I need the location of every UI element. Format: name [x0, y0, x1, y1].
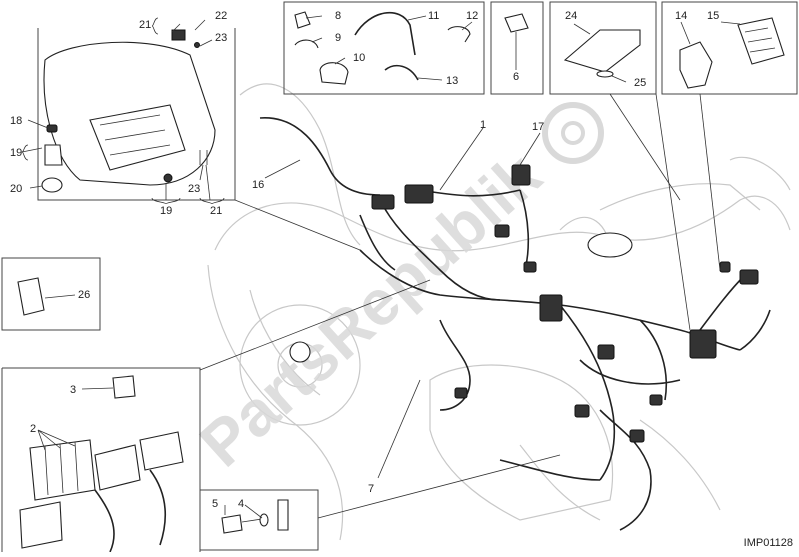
callout-13: 13	[446, 75, 458, 87]
inset-item-26	[1, 257, 101, 331]
watermark-gear-icon	[542, 102, 604, 164]
callout-12: 12	[466, 10, 478, 22]
callout-19-bottom: 19	[160, 205, 172, 217]
callout-10: 10	[353, 52, 365, 64]
callout-23-bottom: 23	[188, 183, 200, 195]
callout-2: 2	[30, 423, 36, 435]
callout-15: 15	[707, 10, 719, 22]
callout-6: 6	[513, 71, 519, 83]
callout-21-bottom: 21	[210, 205, 222, 217]
callout-23-top: 23	[215, 32, 227, 44]
grouping-brackets	[21, 17, 225, 205]
callout-8: 8	[335, 10, 341, 22]
callout-20: 20	[10, 183, 22, 195]
inset-relays-fuses	[1, 367, 201, 553]
callout-18: 18	[10, 115, 22, 127]
callout-22: 22	[215, 10, 227, 22]
inset-tail-section	[37, 28, 236, 201]
callout-17: 17	[532, 121, 544, 133]
motorcycle-silhouette	[207, 83, 791, 541]
callout-14: 14	[675, 10, 687, 22]
callout-16: 16	[252, 179, 264, 191]
callout-9: 9	[335, 32, 341, 44]
callout-4: 4	[238, 498, 244, 510]
callout-19-left: 19	[10, 147, 22, 159]
callout-24: 24	[565, 10, 577, 22]
callout-26: 26	[78, 289, 90, 301]
inset-item-6	[490, 1, 544, 95]
callout-1: 1	[480, 119, 486, 131]
main-wiring-harness	[259, 117, 771, 531]
callout-5: 5	[212, 498, 218, 510]
inset-items-14-15	[661, 1, 798, 95]
callout-11: 11	[428, 10, 439, 22]
callout-7: 7	[368, 483, 374, 495]
callout-labels: 1 2 3 4 5 6 7 8 9 10 11 12 13 14 15 16 1…	[10, 10, 719, 510]
callout-25: 25	[634, 77, 646, 89]
inset-items-24-25	[549, 1, 657, 95]
inset-screw-washer	[199, 489, 319, 551]
drawing-code: IMP01128	[743, 537, 793, 549]
callout-21-top: 21	[139, 19, 151, 31]
watermark-text: PartsRepublik	[186, 139, 554, 481]
leader-lines	[21, 15, 741, 519]
callout-3: 3	[70, 384, 76, 396]
